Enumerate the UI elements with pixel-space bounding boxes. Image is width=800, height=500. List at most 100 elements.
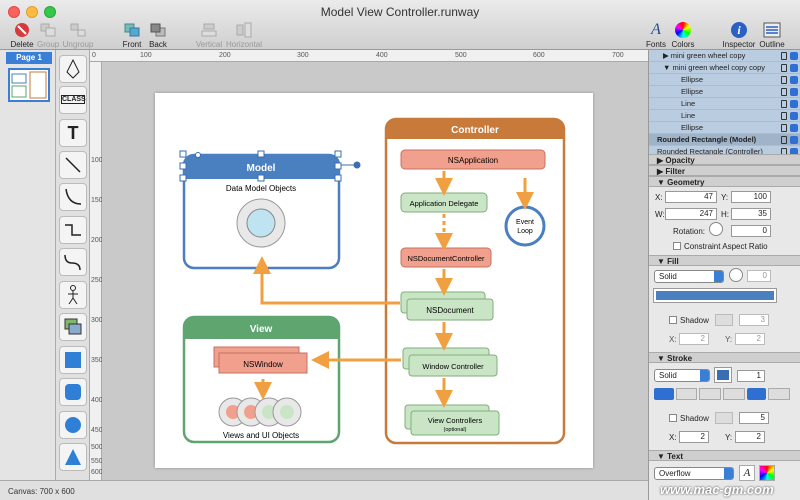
close-window-button[interactable] — [8, 6, 20, 18]
fill-shadow-color[interactable] — [715, 314, 733, 326]
overflow-popup[interactable]: Overflow — [654, 467, 734, 480]
stroke-color-well[interactable] — [714, 367, 732, 383]
front-button[interactable]: Front — [120, 22, 144, 49]
selection-handles[interactable] — [179, 150, 342, 182]
geometry-section[interactable]: ▼ Geometry — [649, 176, 800, 187]
vertical-align-button[interactable]: Vertical — [194, 22, 224, 49]
layer-row[interactable]: Ellipse — [649, 122, 800, 134]
layer-row[interactable]: Rounded Rectangle (Model) — [649, 134, 800, 146]
page-thumbnail[interactable] — [8, 68, 50, 102]
stroke-width-field[interactable]: 1 — [737, 370, 765, 382]
line-end-option[interactable] — [699, 388, 722, 400]
lock-icon[interactable] — [781, 100, 787, 108]
fill-opacity-field[interactable]: 0 — [747, 270, 771, 282]
y-field[interactable]: 100 — [731, 191, 771, 203]
layer-row[interactable]: ▼mini green wheel copy copy — [649, 62, 800, 74]
visibility-checkbox[interactable] — [790, 124, 798, 132]
class-tool[interactable]: CLASS — [59, 86, 87, 114]
view-controllers-box[interactable] — [410, 410, 500, 436]
text-tool[interactable]: T — [59, 119, 87, 147]
rectangle-tool[interactable] — [59, 346, 87, 374]
visibility-checkbox[interactable] — [790, 148, 798, 156]
text-font-icon[interactable]: A — [739, 465, 755, 481]
line-tool[interactable] — [59, 151, 87, 179]
event-loop-circle[interactable] — [504, 205, 546, 247]
rounded-rectangle-tool[interactable] — [59, 378, 87, 406]
ellipse-tool[interactable] — [59, 411, 87, 439]
layer-row[interactable]: Ellipse — [649, 74, 800, 86]
filter-section[interactable]: ▶ Filter — [649, 165, 800, 176]
stroke-shadow-color[interactable] — [715, 412, 733, 424]
height-field[interactable]: 35 — [731, 208, 771, 220]
rotation-field[interactable]: 0 — [731, 225, 771, 237]
aspect-ratio-checkbox[interactable] — [673, 242, 681, 250]
corner-radius-handle[interactable] — [195, 152, 201, 158]
window-controller-box[interactable] — [408, 354, 498, 377]
nsapplication-box[interactable] — [400, 149, 546, 170]
lock-icon[interactable] — [781, 64, 787, 72]
colors-button[interactable]: Colors — [670, 22, 696, 49]
zoom-window-button[interactable] — [44, 6, 56, 18]
layer-row[interactable]: ▶mini green wheel copy — [649, 50, 800, 62]
outline-button[interactable]: Outline — [758, 22, 786, 49]
lock-icon[interactable] — [781, 52, 787, 60]
visibility-checkbox[interactable] — [790, 112, 798, 120]
lock-icon[interactable] — [781, 112, 787, 120]
fill-shadow-blur[interactable]: 3 — [739, 314, 769, 326]
disclosure-arrow-icon[interactable]: ▶ — [663, 51, 669, 60]
layer-row[interactable]: Line — [649, 98, 800, 110]
fill-shadow-x[interactable]: 2 — [679, 333, 709, 345]
stroke-section[interactable]: ▼ Stroke — [649, 352, 800, 363]
spline-tool[interactable] — [59, 248, 87, 276]
fill-shadow-y[interactable]: 2 — [735, 333, 765, 345]
text-color-icon[interactable] — [759, 465, 775, 481]
fill-shadow-checkbox[interactable] — [669, 316, 677, 324]
width-field[interactable]: 247 — [665, 208, 717, 220]
controller-group[interactable]: Controller NSApplication Application Del… — [384, 117, 566, 445]
lock-icon[interactable] — [781, 124, 787, 132]
document-page[interactable]: Model Data Model Objects View NSWindow V… — [155, 93, 593, 468]
visibility-checkbox[interactable] — [790, 136, 798, 144]
lock-icon[interactable] — [781, 76, 787, 84]
x-field[interactable]: 47 — [665, 191, 717, 203]
lock-icon[interactable] — [781, 136, 787, 144]
triangle-tool[interactable] — [59, 443, 87, 471]
line-end-option[interactable] — [675, 388, 698, 400]
line-end-styles[interactable] — [654, 388, 791, 400]
line-end-option[interactable] — [723, 388, 745, 400]
fill-color-well[interactable] — [653, 288, 777, 303]
inspector-button[interactable]: i Inspector — [722, 22, 756, 49]
ungroup-button[interactable]: Ungroup — [62, 22, 94, 49]
elbow-line-tool[interactable] — [59, 216, 87, 244]
stroke-shadow-blur[interactable]: 5 — [739, 412, 769, 424]
layer-row[interactable]: Line — [649, 110, 800, 122]
line-end-option[interactable] — [768, 388, 791, 400]
visibility-checkbox[interactable] — [790, 64, 798, 72]
pen-tool[interactable] — [59, 55, 87, 83]
visibility-checkbox[interactable] — [790, 76, 798, 84]
fill-section[interactable]: ▼ Fill — [649, 255, 800, 266]
disclosure-arrow-icon[interactable]: ▼ — [663, 63, 671, 72]
opacity-section[interactable]: ▶ Opacity — [649, 154, 800, 165]
visibility-checkbox[interactable] — [790, 100, 798, 108]
visibility-checkbox[interactable] — [790, 52, 798, 60]
visibility-checkbox[interactable] — [790, 88, 798, 96]
nswindow-box[interactable] — [218, 352, 308, 374]
fonts-button[interactable]: A Fonts — [645, 21, 666, 50]
delete-button[interactable]: Delete — [10, 22, 34, 49]
lock-icon[interactable] — [781, 88, 787, 96]
horizontal-align-button[interactable]: Horizontal — [226, 22, 262, 49]
stroke-shadow-x[interactable]: 2 — [679, 431, 709, 443]
stroke-type-popup[interactable]: Solid — [654, 369, 710, 382]
fill-opacity-dial[interactable] — [729, 268, 743, 282]
group-button[interactable]: Group — [37, 22, 59, 49]
minimize-window-button[interactable] — [26, 6, 38, 18]
curve-tool[interactable] — [59, 183, 87, 211]
rotation-dial[interactable] — [709, 222, 723, 236]
line-end-option[interactable] — [654, 388, 674, 400]
line-end-option[interactable] — [746, 388, 767, 400]
nsdocument-box[interactable] — [406, 298, 494, 321]
image-tool[interactable] — [59, 313, 87, 341]
rotation-handle[interactable] — [353, 161, 361, 169]
model-group[interactable]: Model Data Model Objects — [179, 150, 361, 270]
